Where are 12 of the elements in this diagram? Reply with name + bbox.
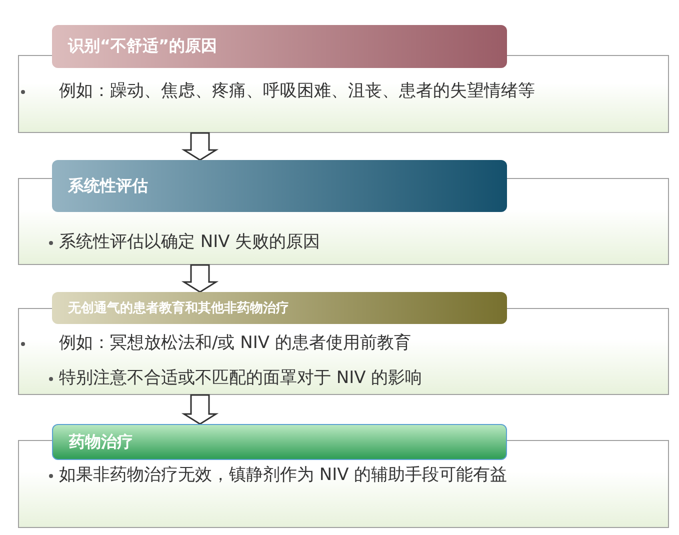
bullet-text: 例如：躁动、焦虑、疼痛、呼吸困难、沮丧、患者的失望情绪等 xyxy=(59,80,535,102)
header-banner: 无创通气的患者教育和其他非药物治疗 xyxy=(52,292,507,324)
block-arrow xyxy=(181,394,219,425)
bullet-text: 例如：冥想放松法和/或 NIV 的患者使用前教育 xyxy=(59,332,411,354)
bullet-text: 如果非药物治疗无效，镇静剂作为 NIV 的辅助手段可能有益 xyxy=(59,464,508,486)
bullet-text: 系统性评估以确定 NIV 失败的原因 xyxy=(59,231,320,253)
block-arrow xyxy=(181,132,219,161)
bullet-text: 特别注意不合适或不匹配的面罩对于 NIV 的影响 xyxy=(59,367,422,389)
header-banner: 药物治疗 xyxy=(52,424,507,460)
header-banner: 系统性评估 xyxy=(52,160,507,212)
header-banner: 识别“不舒适”的原因 xyxy=(52,25,507,68)
block-arrow xyxy=(181,264,219,293)
